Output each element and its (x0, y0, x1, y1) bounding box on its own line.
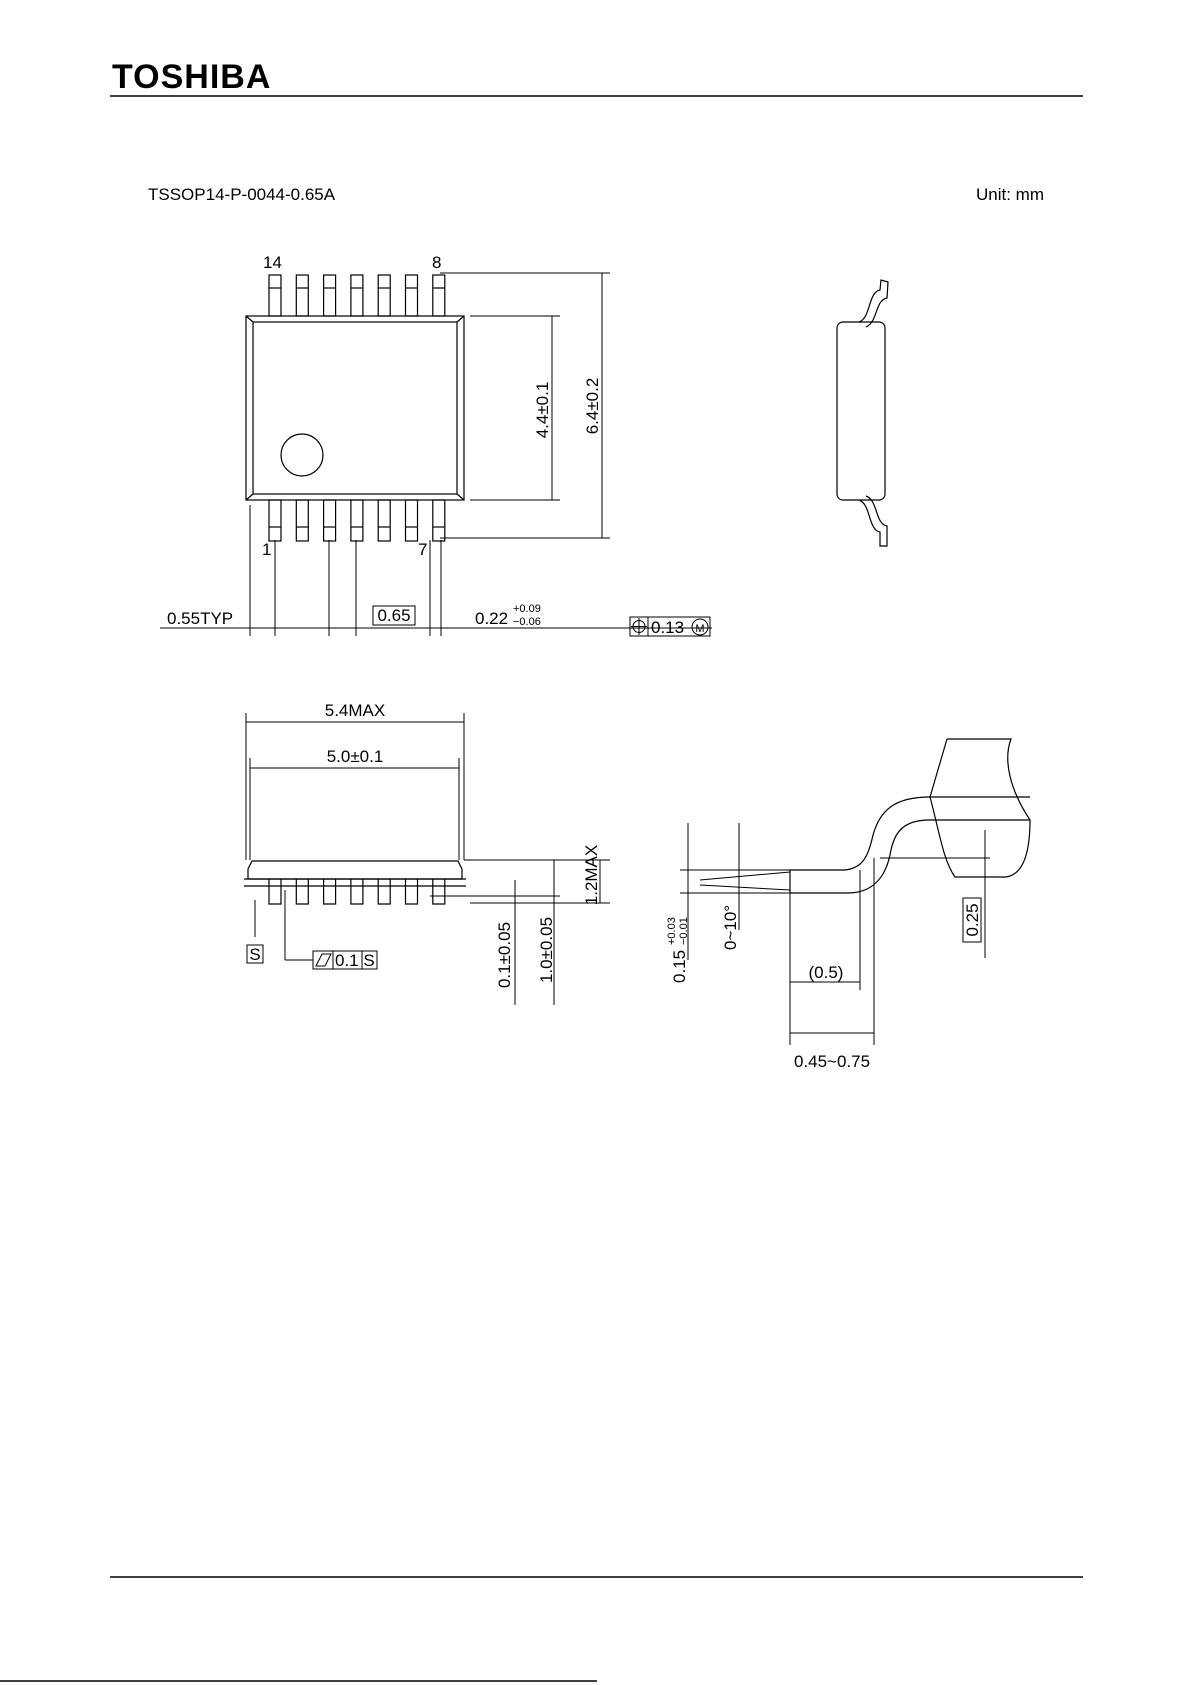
dim-end-offset: 0.55TYP (167, 609, 233, 628)
lead-top (351, 275, 363, 316)
dim-body-width: 4.4±0.1 (533, 382, 552, 439)
pin-label-14: 14 (263, 253, 282, 272)
lead-bottom (378, 500, 390, 541)
top-view-horizontal-dims (160, 505, 712, 636)
dim-gauge: 0.25 (963, 903, 982, 936)
dim-max-height: 1.2MAX (582, 845, 601, 905)
dim-standoff: 0.1±0.05 (495, 922, 514, 988)
lead-bottom (433, 500, 445, 541)
pin-label-7: 7 (418, 540, 427, 559)
datum-label: S (249, 945, 260, 964)
dim-position-tol: 0.13 (651, 618, 684, 637)
top-leads (269, 275, 445, 316)
dim-foot-ref: (0.5) (809, 963, 844, 982)
lead-top (324, 275, 336, 316)
lead-side (269, 879, 281, 904)
dim-overall-height: 6.4±0.2 (583, 378, 602, 435)
dim-lead-angle: 0~10° (721, 905, 740, 950)
unit-label: Unit: mm (976, 185, 1044, 204)
pin1-index-mark (281, 434, 323, 476)
dim-lead-width: 0.22 (475, 609, 508, 628)
dim-lead-width-tol-plus: +0.09 (513, 603, 541, 615)
lead-detail (790, 739, 1030, 893)
dim-lead-thickness-tol-plus: +0.03 (666, 917, 678, 945)
lead-side (378, 879, 390, 904)
lead-top (433, 275, 445, 316)
pin-label-8: 8 (432, 253, 441, 272)
top-view (246, 275, 464, 541)
bottom-leads (269, 500, 445, 541)
side-view (244, 861, 466, 904)
lead-bottom (296, 500, 308, 541)
package-code: TSSOP14-P-0044-0.65A (148, 185, 336, 204)
dim-lead-thickness-tol-minus: −0.01 (678, 917, 690, 945)
lead-bottom (269, 500, 281, 541)
lead-side (296, 879, 308, 904)
position-tol-modifier: M (695, 623, 704, 635)
lead-side (406, 879, 418, 904)
flatness-datum: S (363, 951, 374, 970)
lead-side (351, 879, 363, 904)
dim-max-length: 5.4MAX (325, 701, 385, 720)
dim-body-height: 1.0±0.05 (537, 917, 556, 983)
dim-body-length: 5.0±0.1 (327, 747, 384, 766)
dim-lead-thickness: 0.15 (670, 950, 689, 983)
body-outline-outer (246, 316, 464, 500)
dim-lead-width-tol-minus: −0.06 (513, 616, 541, 628)
lead-top (378, 275, 390, 316)
dim-flatness: 0.1 (335, 951, 359, 970)
lead-bottom (351, 500, 363, 541)
end-view (837, 280, 888, 546)
pin-label-1: 1 (262, 540, 271, 559)
lead-side (324, 879, 336, 904)
toshiba-logo: TOSHIBA (112, 58, 271, 96)
lead-side (433, 879, 445, 904)
lead-top (296, 275, 308, 316)
lead-bottom (406, 500, 418, 541)
body-outline-inner (253, 322, 457, 494)
dim-pitch: 0.65 (377, 606, 410, 625)
lead-top (269, 275, 281, 316)
lead-bottom (324, 500, 336, 541)
lead-top (406, 275, 418, 316)
dim-foot-range: 0.45~0.75 (794, 1052, 870, 1071)
